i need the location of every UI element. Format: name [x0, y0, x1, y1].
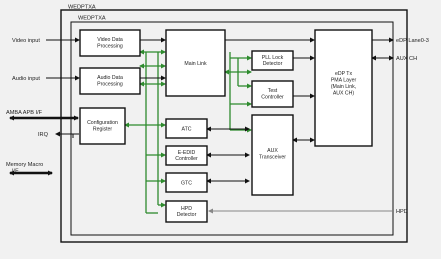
main-link-block: Main Link: [165, 29, 226, 97]
aux-ch-label: AUX CH: [396, 56, 417, 62]
irq-label: IRQ: [38, 132, 49, 138]
inner-frame-label: WEDPTXA: [78, 16, 106, 22]
outer-frame-label: WEDPTXA: [68, 5, 96, 11]
data-wires: [46, 37, 394, 184]
outer-frame: [60, 9, 408, 243]
edp-lanes-label: eDP Lane0-3: [396, 38, 429, 44]
hpd-label: HPD: [396, 209, 408, 215]
internal-bus: [124, 49, 252, 214]
amba-apb-if-label: AMBA APB I/F: [6, 110, 43, 116]
svg-text:Main Link: Main Link: [184, 61, 207, 67]
bus-wires: [9, 115, 79, 176]
atc-block: ATC: [165, 118, 208, 139]
inner-frame: [70, 21, 394, 236]
svg-text:ATC: ATC: [182, 127, 192, 133]
svg-text:GTC: GTC: [181, 181, 192, 187]
audio-input-label: Audio input: [12, 76, 40, 82]
gtc-block: GTC: [165, 172, 208, 193]
video-input-label: Video input: [12, 38, 40, 44]
